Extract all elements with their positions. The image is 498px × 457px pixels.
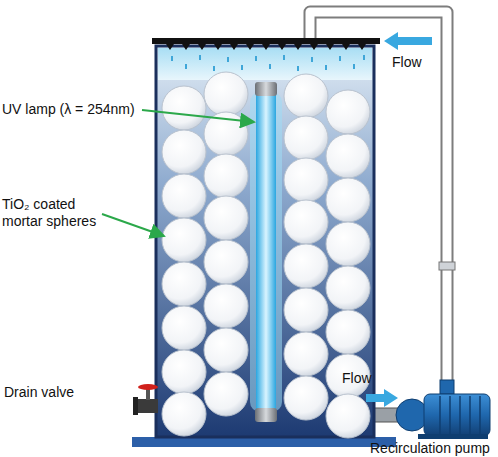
spray-bar <box>152 38 380 44</box>
leader-line <box>102 214 164 236</box>
leader-line <box>142 110 254 122</box>
flow-arrow <box>366 389 398 407</box>
pump-label: Recirculation pump <box>370 440 490 457</box>
pipe-coupling <box>439 262 455 270</box>
lamp-cap <box>255 408 277 422</box>
reactor-tank <box>156 46 374 437</box>
flow-arrow <box>384 32 432 50</box>
recirculation-pump <box>396 380 490 439</box>
tio2-spheres <box>162 72 370 438</box>
spray-zone <box>158 48 372 80</box>
lamp-cap <box>255 82 277 96</box>
sphere-label: TiO₂ coated mortar spheres <box>2 196 110 230</box>
spray-nozzles <box>166 44 366 50</box>
flow-label: Flow <box>392 54 422 71</box>
valve-label: Drain valve <box>4 384 74 401</box>
lamp-glow <box>250 92 282 412</box>
uv-lamp <box>256 94 276 410</box>
lamp-label: UV lamp (λ = 254nm) <box>2 101 135 118</box>
drain-valve <box>133 384 158 415</box>
water-droplets <box>172 55 364 71</box>
flow-label: Flow <box>342 370 372 387</box>
